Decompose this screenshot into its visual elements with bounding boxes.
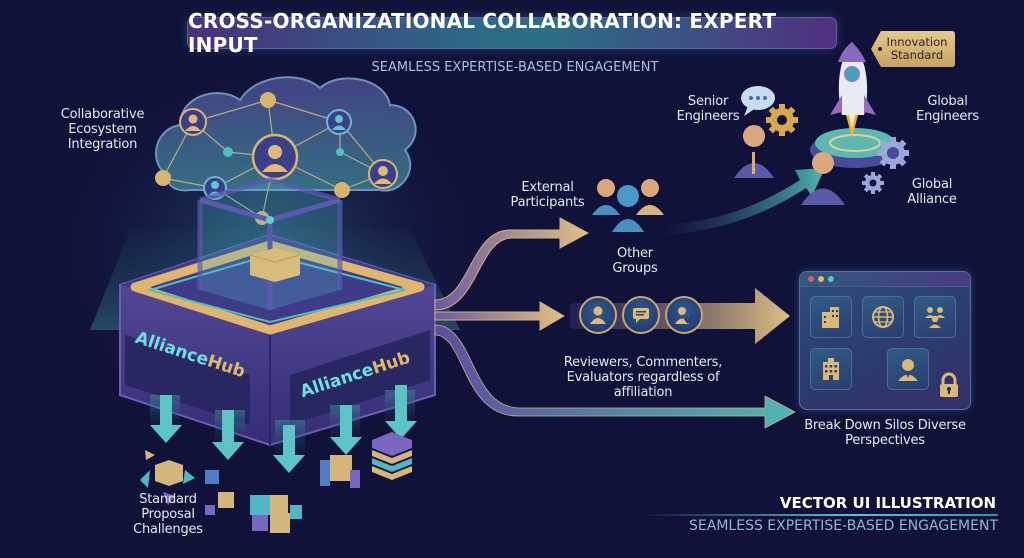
comment-icon	[633, 308, 649, 323]
senior-engineers-label: Senior Engineers	[676, 94, 740, 124]
flow-arrow-top	[434, 217, 590, 311]
team-icon	[925, 307, 945, 328]
tile-corporate	[810, 348, 852, 390]
network-nodes	[155, 92, 350, 225]
reviewers-label: Reviewers, Commenters, Evaluators regard…	[563, 355, 723, 400]
evaluator-badge	[665, 296, 703, 334]
page-title: CROSS-ORGANIZATIONAL COLLABORATION: EXPE…	[188, 9, 777, 57]
tile-professional	[887, 348, 929, 390]
reviewer-badge	[579, 296, 617, 334]
flow-arrow-to-engineers	[660, 168, 825, 235]
other-groups-icon	[592, 179, 664, 232]
down-arrows	[150, 385, 417, 473]
footer-title: VECTOR UI ILLUSTRATION	[779, 494, 996, 512]
organization-window	[799, 271, 971, 410]
member-avatar-nodes	[179, 108, 398, 200]
office-building-icon	[822, 307, 839, 328]
external-participants-label: External Participants	[510, 180, 585, 210]
title-banner: CROSS-ORGANIZATIONAL COLLABORATION: EXPE…	[187, 9, 837, 57]
footer-divider	[640, 514, 998, 516]
window-dot-yellow	[818, 276, 824, 282]
evaluator-check-icon	[675, 307, 694, 324]
tile-office	[810, 296, 852, 338]
global-alliance-label: Global Alliance	[907, 177, 957, 207]
tag-hole	[878, 47, 882, 51]
global-engineer-figure	[801, 152, 845, 205]
gear-icon	[766, 104, 798, 136]
senior-engineer-figure	[734, 125, 774, 178]
cloud-label: Collaborative Ecosystem Integration	[60, 107, 145, 152]
rocket-icon	[830, 42, 876, 138]
other-groups-label: Other Groups	[612, 246, 658, 276]
window-titlebar	[800, 272, 970, 287]
proposal-fragments	[140, 432, 412, 533]
lock-badge	[938, 372, 960, 403]
alliance-hub-platform	[119, 177, 436, 460]
innovation-tag: Innovation Standard	[871, 31, 955, 67]
lock-icon	[940, 372, 958, 397]
flow-arrow-bottom	[434, 324, 796, 429]
output-label: Standard Proposal Challenges	[133, 492, 203, 537]
silos-label: Break Down Silos Diverse Perspectives	[804, 418, 966, 448]
person-icon	[590, 306, 606, 324]
tile-globe	[862, 296, 904, 338]
corporate-building-icon	[823, 358, 839, 380]
globe-icon	[872, 306, 894, 328]
footer-subtitle: SEAMLESS EXPERTISE-BASED ENGAGEMENT	[689, 518, 998, 534]
window-dot-green	[828, 276, 834, 282]
gear-icon-large	[877, 137, 909, 169]
professional-icon	[898, 359, 918, 381]
page-subtitle: SEAMLESS EXPERTISE-BASED ENGAGEMENT	[371, 60, 659, 75]
global-engineers-label: Global Engineers	[916, 94, 979, 124]
gear-icon-small	[862, 172, 884, 194]
window-dot-red	[808, 276, 814, 282]
speech-bubble-icon	[741, 86, 775, 116]
tile-team	[914, 296, 956, 338]
commenter-badge	[622, 296, 660, 334]
